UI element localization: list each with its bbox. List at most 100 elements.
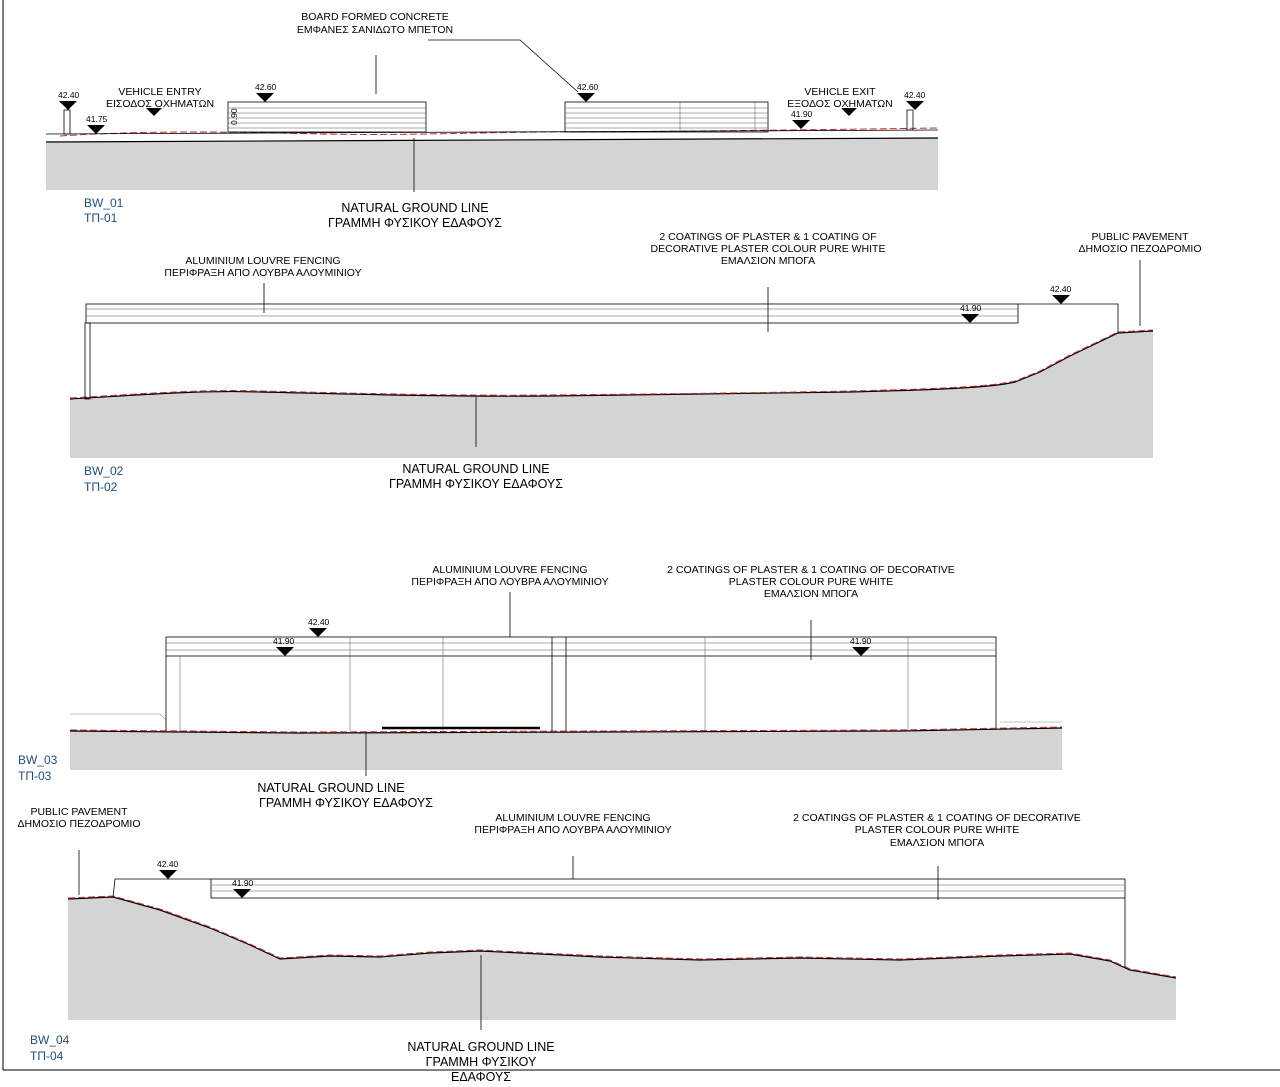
louvre-label-gr: ΠΕΡΙΦΡΑΞΗ ΑΠΟ ΛΟΥΒΡΑ ΑΛΟΥΜΙΝΙΟΥ [474,824,671,836]
ground-line-natural [69,726,1063,733]
louvre-label-en: ALUMINIUM LOUVRE FENCING [495,812,650,824]
ground-label-gr-line1: ΓΡΑΜΜΗ ΦΥΣΙΚΟΥ [426,1055,537,1069]
ground-line [45,137,939,143]
elev-marker-pavement [1052,295,1070,304]
plaster-label-line1: 2 COATINGS OF PLASTER & 1 COATING OF [659,231,876,243]
section-code-gr: ΤΠ-04 [30,1049,64,1063]
ground-line-natural [59,127,939,137]
elev-left: 42.40 [58,90,80,100]
elev-marker-wall-right [577,93,595,102]
boundary-wall [210,878,1126,899]
section-code-en: BW_02 [84,464,124,478]
section-code-gr: ΤΠ-02 [84,480,118,494]
pavement-label-en: PUBLIC PAVEMENT [30,806,128,818]
ground-label-en: NATURAL GROUND LINE [407,1040,554,1054]
section-code-gr: ΤΠ-01 [84,211,118,225]
elev-right: 42.40 [904,90,926,100]
ground-label-gr: ΓΡΑΜΜΗ ΦΥΣΙΚΟΥ ΕΔΑΦΟΥΣ [389,477,563,491]
ground-label-gr: ΓΡΑΜΜΗ ΦΥΣΙΚΟΥ ΕΔΑΦΟΥΣ [328,216,502,230]
pavement-kerb [1018,303,1119,333]
louvre-label-en: ALUMINIUM LOUVRE FENCING [185,255,340,267]
ground-line-natural [67,895,1177,978]
wall-left [227,101,427,133]
section-bw01: 42.40 41.75 42.60 42.60 41.90 42.40 0.90… [45,11,939,230]
exit-label-en: VEHICLE EXIT [804,86,876,98]
elev-wall-top: 41.90 [232,878,254,888]
section-code-en: BW_04 [30,1033,70,1047]
section-code-en: BW_03 [18,753,58,767]
elev-entry: 41.75 [86,114,108,124]
ground-label-gr-line2: ΕΔΑΦΟΥΣ [451,1070,511,1084]
elev-marker-right [906,101,924,110]
left-post [63,109,71,135]
left-kerb [70,713,167,731]
elev-marker-pavement [159,870,177,879]
pavement-label-gr: ΔΗΜΟΣΙΟ ΠΕΖΟΔΡΟΜΙΟ [1079,243,1202,255]
elev-marker-wall [961,314,979,323]
exit-label-gr: ΕΞΟΔΟΣ ΟΧΗΜΑΤΩΝ [787,98,893,110]
road-line [45,129,939,135]
plaster-label-gr: ΕΜΑΛΣΙΟΝ ΜΠΟΓΑ [890,837,984,849]
concrete-leader-2 [428,39,579,93]
wall-right [564,101,769,133]
section-code-gr: ΤΠ-03 [18,769,52,783]
ground-fill [46,138,938,190]
ground-label-en: NATURAL GROUND LINE [402,462,549,476]
ground-line [69,727,1063,734]
entry-label-en: VEHICLE ENTRY [118,86,201,98]
section-code-en: BW_01 [84,196,124,210]
elev-marker-entry [87,125,105,134]
ground-line [67,896,1177,979]
section-bw02: 41.90 42.40 ALUMINIUM LOUVRE FENCING ΠΕΡ… [69,231,1202,494]
elev-marker-top [309,628,327,637]
section-bw04: 42.40 41.90 PUBLIC PAVEMENT ΔΗΜΟΣΙΟ ΠΕΖΟ… [18,806,1177,1084]
ground-fill [68,897,1176,1020]
elev-wall-left: 42.60 [255,82,277,92]
ground-fill [70,331,1153,458]
louvre-label-gr: ΠΕΡΙΦΡΑΞΗ ΑΠΟ ΛΟΥΒΡΑ ΑΛΟΥΜΙΝΙΟΥ [164,267,361,279]
elev-wall-top: 41.90 [960,303,982,313]
elev-marker-left-wall [276,647,294,656]
entry-arrow [146,108,162,116]
exit-arrow [841,108,857,116]
concrete-label-gr: ΕΜΦΑΝΕΣ ΣΑΝΙΔΩΤΟ ΜΠΕΤΟΝ [297,24,453,36]
elev-marker-wall-left [256,93,274,102]
plaster-label-gr: ΕΜΑΛΣΙΟΝ ΜΠΟΓΑ [764,588,858,600]
plaster-label-line2: PLASTER COLOUR PURE WHITE [729,576,894,588]
ground-fill [70,728,1062,770]
louvre-label-en: ALUMINIUM LOUVRE FENCING [432,564,587,576]
elev-left-wall: 41.90 [273,636,295,646]
boundary-wall [85,303,1019,324]
elev-wall-right: 42.60 [577,82,599,92]
end-post [84,322,91,400]
section-bw03: 41.90 42.40 41.90 ALUMINIUM LOUVRE FENCI… [18,564,1063,810]
elev-marker-left [59,101,77,110]
entry-label-gr: ΕΙΣΟΔΟΣ ΟΧΗΜΑΤΩΝ [106,98,214,110]
ground-label-en: NATURAL GROUND LINE [341,201,488,215]
pavement-label-gr: ΔΗΜΟΣΙΟ ΠΕΖΟΔΡΟΜΙΟ [18,818,141,830]
elev-pavement: 42.40 [1050,284,1072,294]
pavement-kerb [112,878,211,898]
louvre-label-gr: ΠΕΡΙΦΡΑΞΗ ΑΠΟ ΛΟΥΒΡΑ ΑΛΟΥΜΙΝΙΟΥ [411,576,608,588]
plaster-label-gr: ΕΜΑΛΣΙΟΝ ΜΠΟΓΑ [721,255,815,267]
plaster-label-line2: DECORATIVE PLASTER COLOUR PURE WHITE [651,243,886,255]
elev-marker-right-wall [852,647,870,656]
elev-pavement: 42.40 [157,859,179,869]
plaster-label-line2: PLASTER COLOUR PURE WHITE [855,824,1020,836]
pavement-label-en: PUBLIC PAVEMENT [1091,231,1189,243]
ground-label-en: NATURAL GROUND LINE [257,781,404,795]
dimension-text: 0.90 [229,108,239,125]
plaster-label-line1: 2 COATINGS OF PLASTER & 1 COATING OF DEC… [667,564,955,576]
elev-marker-exit [792,120,810,129]
elev-right-wall: 41.90 [850,636,872,646]
fence-top-rail [165,636,997,657]
ground-label-gr: ΓΡΑΜΜΗ ΦΥΣΙΚΟΥ ΕΔΑΦΟΥΣ [259,796,433,810]
right-post [906,109,914,131]
elev-top: 42.40 [308,617,330,627]
elev-exit: 41.90 [791,109,813,119]
concrete-label-en: BOARD FORMED CONCRETE [301,11,449,23]
ground-line [69,330,1154,400]
plaster-label-line1: 2 COATINGS OF PLASTER & 1 COATING OF DEC… [793,812,1081,824]
elev-marker-wall [233,889,251,898]
